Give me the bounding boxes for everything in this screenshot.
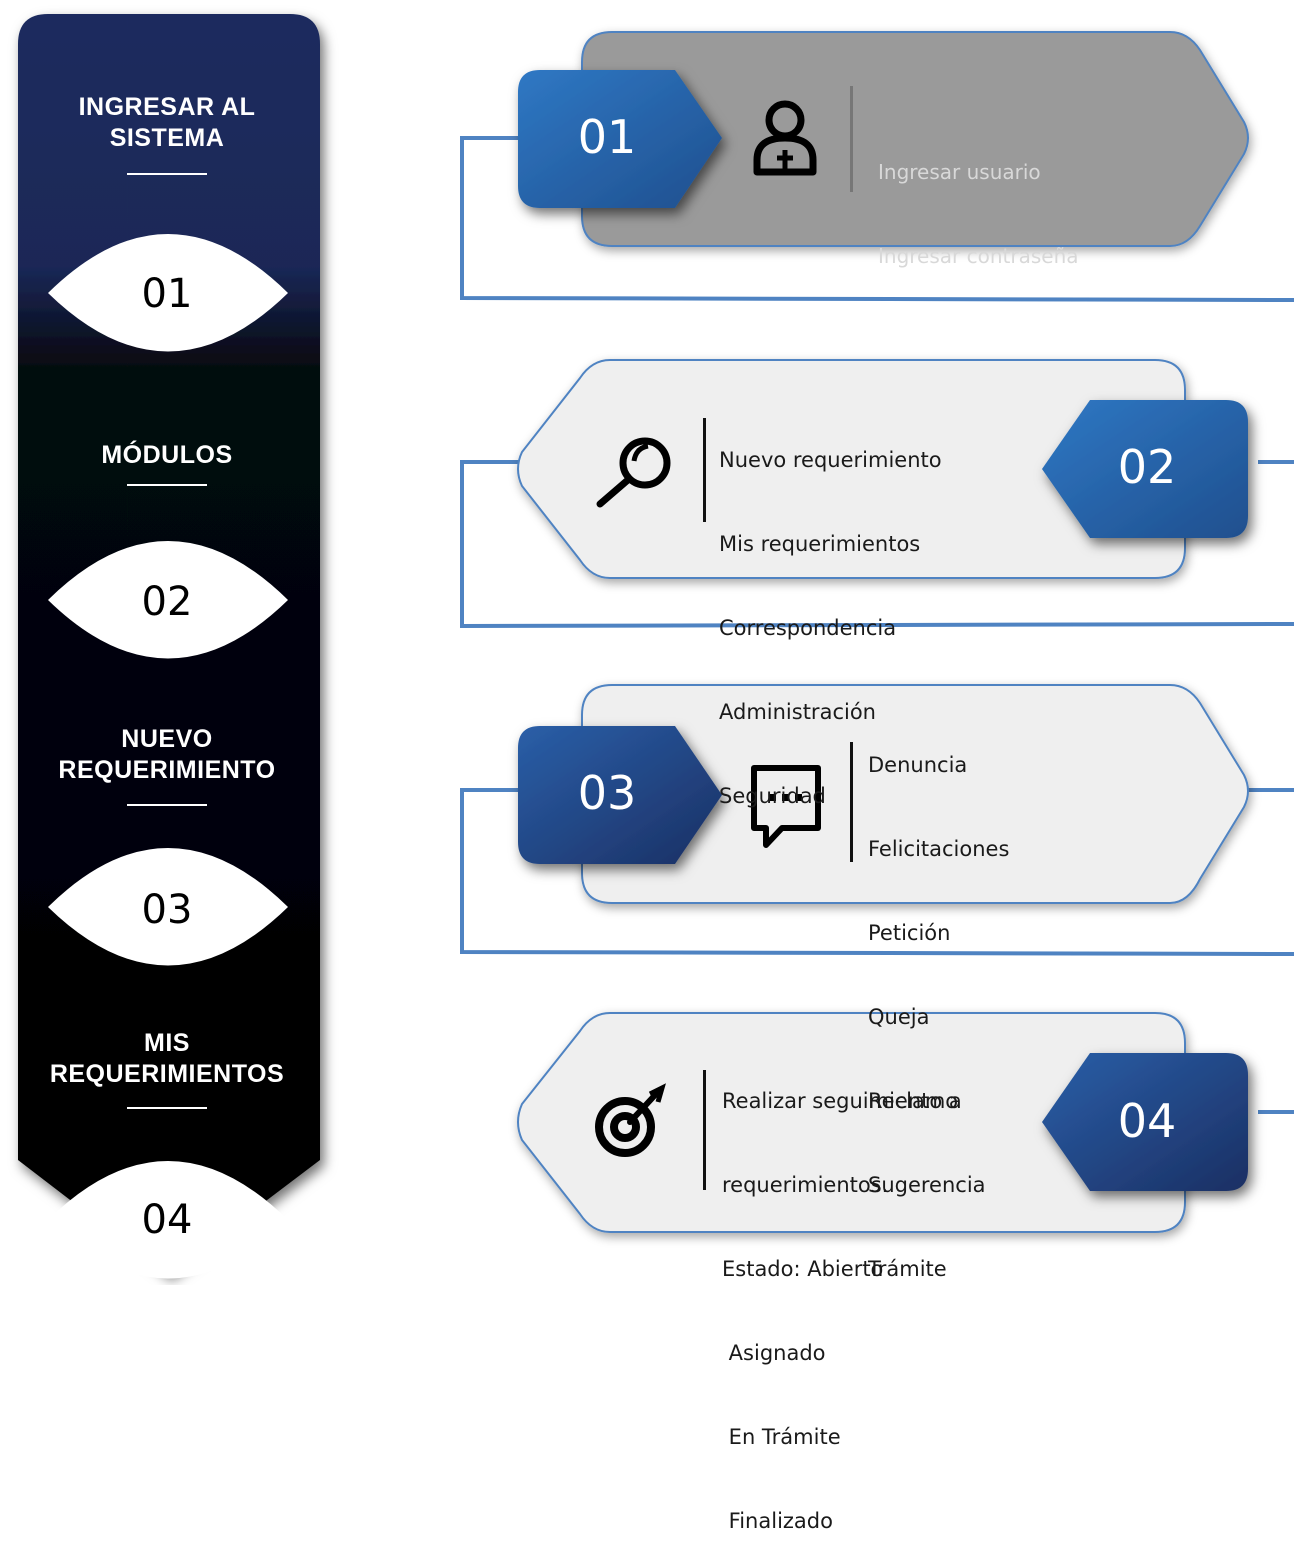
diagram-canvas xyxy=(18,14,1294,1279)
step-03-line: Queja xyxy=(868,1005,930,1029)
sidebar-title-04-line-2: REQUERIMIENTOS xyxy=(49,1060,285,1088)
step-01-line: Ingresar usuario xyxy=(878,160,1041,184)
frame-line-02 xyxy=(460,460,1294,629)
step-card-04 xyxy=(517,1012,1186,1233)
step-03-line: Trámite xyxy=(868,1257,947,1281)
sidebar-title-01-line-2: SISTEMA xyxy=(109,124,225,152)
step-card-01 xyxy=(581,31,1249,247)
sidebar-title-02: MÓDULOS xyxy=(18,440,316,471)
step-02-line: Nuevo requerimiento xyxy=(719,448,942,472)
step-text-03: Denuncia Felicitaciones Petición Queja R… xyxy=(868,695,1009,1311)
step-badge-02 xyxy=(1042,400,1248,538)
step-02-line: Seguridad xyxy=(719,784,826,808)
step-badge-03 xyxy=(518,726,722,864)
step-03-line: Denuncia xyxy=(868,753,968,777)
step-text-01: Ingresar usuario Ingresar contraseña xyxy=(878,102,1079,298)
sidebar-number-01: 01 xyxy=(141,271,193,317)
sidebar-number-04: 04 xyxy=(141,1197,193,1243)
search-icon xyxy=(596,437,671,508)
step-divider-04 xyxy=(703,1070,706,1190)
sidebar-number-03: 03 xyxy=(141,887,193,933)
step-divider-03 xyxy=(850,742,853,862)
sidebar-title-03: NUEVO REQUERIMIENTO xyxy=(18,724,316,786)
frame-line-01 xyxy=(460,136,1294,302)
step-04-line: En Trámite xyxy=(722,1425,841,1449)
step-number-02: 02 xyxy=(1117,440,1177,494)
sidebar-lens-02 xyxy=(48,541,288,659)
step-03-line: Sugerencia xyxy=(868,1173,986,1197)
step-text-02: Nuevo requerimiento Mis requerimientos C… xyxy=(719,390,942,838)
step-divider-02 xyxy=(703,418,706,522)
sidebar-title-03-line-1: NUEVO xyxy=(121,725,213,753)
step-badge-04 xyxy=(1042,1053,1248,1191)
step-02-line: Correspondencia xyxy=(719,616,897,640)
sidebar-title-03-line-2: REQUERIMIENTO xyxy=(58,756,276,784)
sidebar-underline-01 xyxy=(127,173,207,175)
step-text-04: Realizar seguimiento a requerimientos. E… xyxy=(722,1031,962,1563)
sidebar-title-01: INGRESAR AL SISTEMA xyxy=(18,92,316,154)
sidebar-title-01-line-1: INGRESAR AL xyxy=(78,93,256,121)
step-03-line: Felicitaciones xyxy=(868,837,1010,861)
step-02-line: Mis requerimientos xyxy=(719,532,921,556)
step-04-line: Estado: Abierto xyxy=(722,1257,884,1281)
step-01-line: Ingresar contraseña xyxy=(878,244,1079,268)
sidebar-underline-04 xyxy=(127,1107,207,1109)
step-divider-01 xyxy=(850,86,853,192)
step-card-02 xyxy=(517,359,1186,579)
sidebar-title-04-line-1: MIS xyxy=(144,1029,190,1057)
step-04-line: Finalizado xyxy=(722,1509,833,1533)
user-icon xyxy=(753,100,817,176)
step-number-03: 03 xyxy=(577,766,637,820)
step-03-line: Reclamo xyxy=(868,1089,959,1113)
step-badge-01 xyxy=(518,70,722,208)
step-04-line: Asignado xyxy=(722,1341,826,1365)
sidebar-lens-01 xyxy=(48,234,288,352)
step-card-03 xyxy=(581,684,1249,904)
sidebar-title-02-line-1: MÓDULOS xyxy=(101,441,233,469)
sidebar-number-02: 02 xyxy=(141,579,193,625)
frame-line-03 xyxy=(460,788,1294,956)
sidebar-title-04: MIS REQUERIMIENTOS xyxy=(18,1028,316,1090)
step-02-line: Administración xyxy=(719,700,876,724)
sidebar-underline-03 xyxy=(127,804,207,806)
sidebar-lens-04 xyxy=(48,1161,288,1279)
target-icon xyxy=(595,1083,666,1157)
step-number-04: 04 xyxy=(1117,1094,1177,1148)
sidebar-lens-03 xyxy=(48,848,288,966)
sidebar-underline-02 xyxy=(127,484,207,486)
step-04-line: requerimientos. xyxy=(722,1173,889,1197)
chat-icon xyxy=(751,765,821,848)
step-04-line: Realizar seguimiento a xyxy=(722,1089,962,1113)
step-number-01: 01 xyxy=(577,110,637,164)
step-03-line: Petición xyxy=(868,921,951,945)
